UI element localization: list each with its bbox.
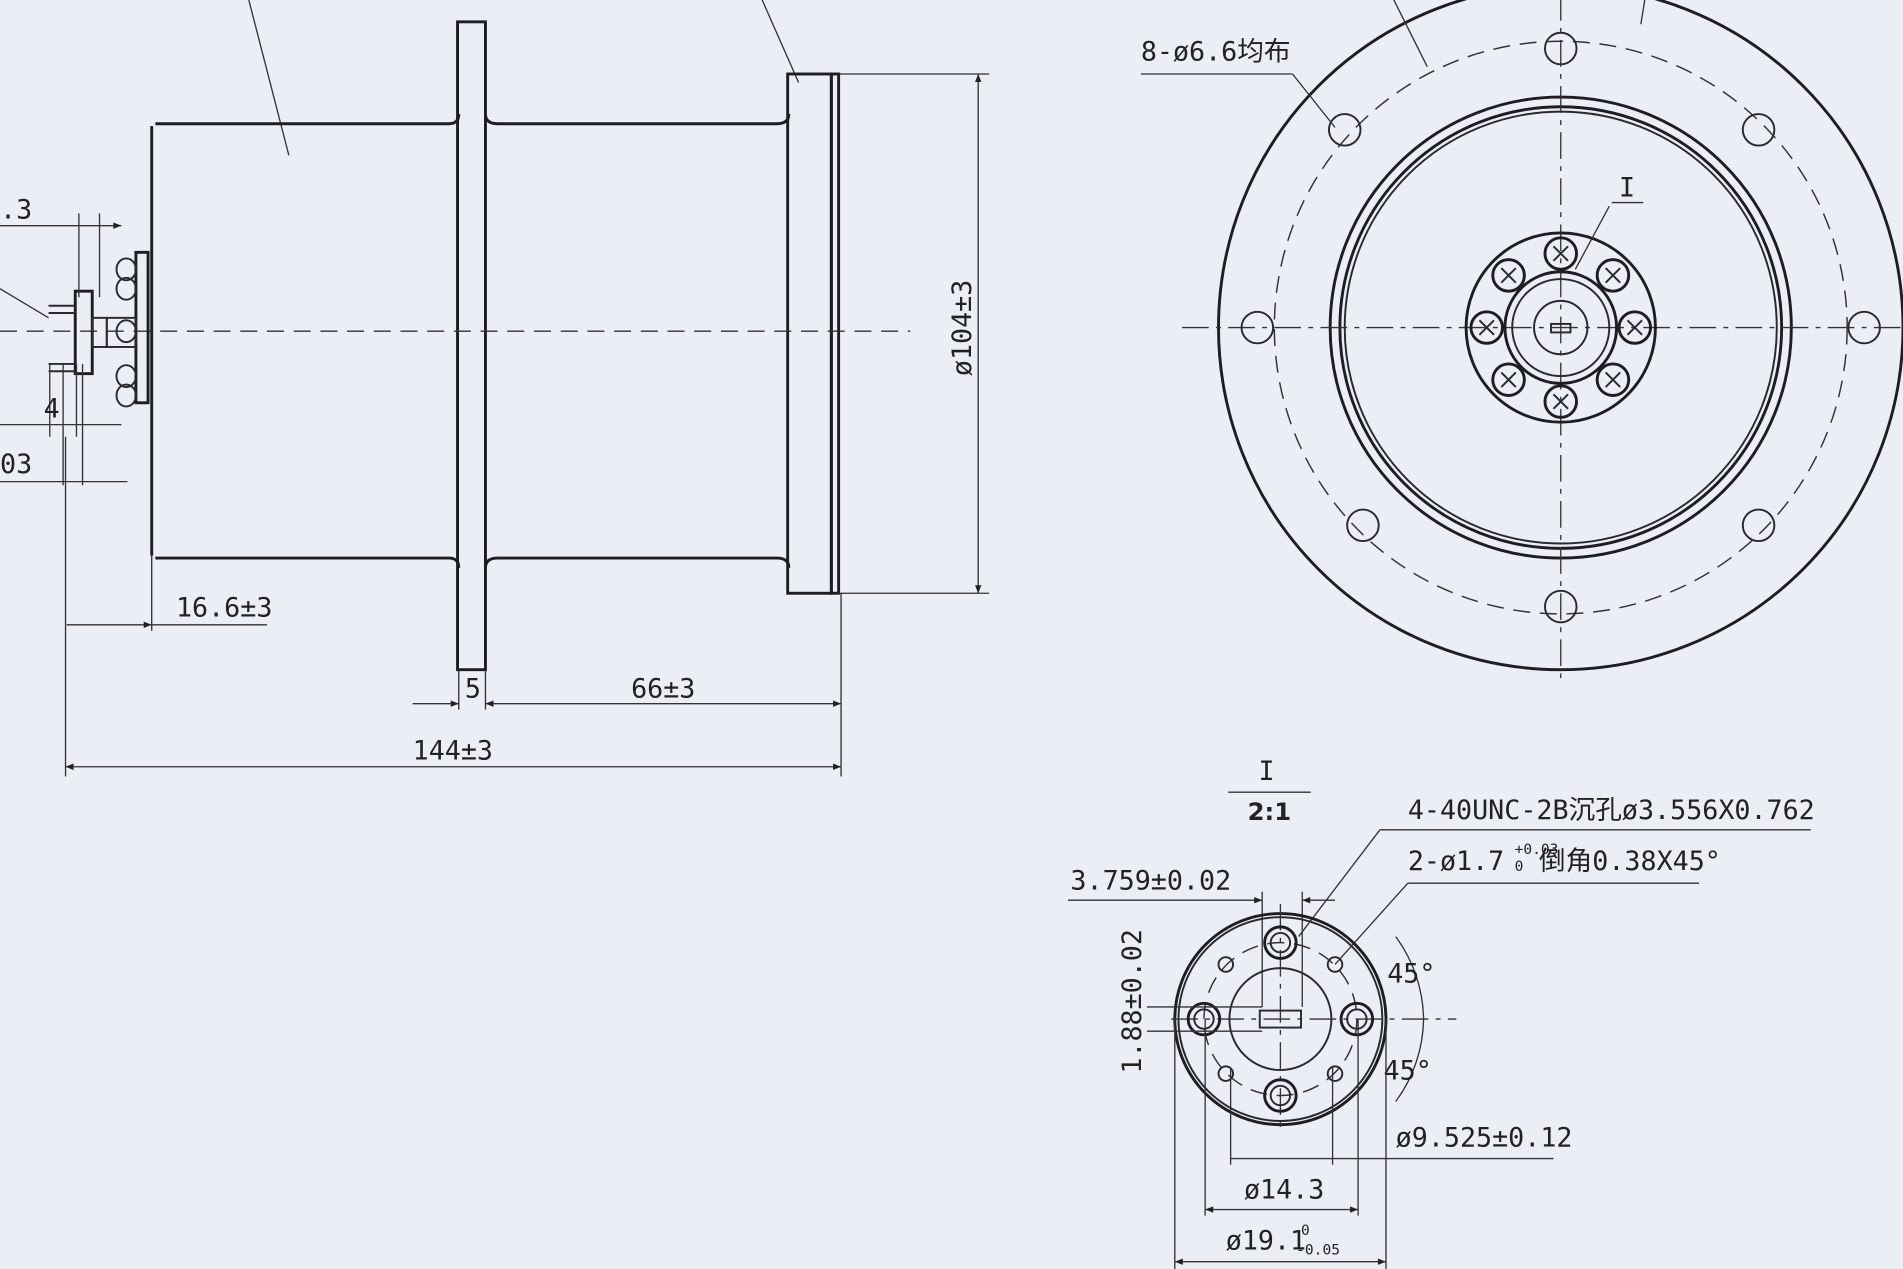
- dim-connector-offset: 16.6±3: [176, 592, 272, 623]
- dim-total-length: 144±3: [413, 735, 493, 766]
- dim-body-diameter: ø104±3: [947, 280, 978, 376]
- dim-angle-bottom: 45°: [1384, 1056, 1432, 1087]
- dim-key-width: 3.759±0.02: [1070, 865, 1231, 896]
- dim-left-top: .3: [0, 194, 32, 225]
- dim-flange-thickness: 5: [465, 674, 481, 705]
- dim-key-height: 1.88±0.02: [1117, 929, 1148, 1074]
- detail-marker: I: [1619, 173, 1635, 204]
- dim-inner-dia: ø14.3: [1244, 1175, 1324, 1206]
- side-view: .3 4 03 16.6±3 5 66±3 144±3 ø104±3: [0, 0, 990, 777]
- front-view: I: [1182, 0, 1903, 680]
- dim-left-bottom: 03: [0, 449, 32, 480]
- detail-scale: 2:1: [1248, 797, 1291, 826]
- detail-view: I 2:1 4-40UNC-2B沉孔ø3.556X0.762 2-ø1.7 +0…: [1068, 756, 1815, 1269]
- dim-angle-top: 45°: [1387, 959, 1435, 990]
- dim-pcd: ø9.525±0.12: [1396, 1122, 1573, 1153]
- note-pin-tol-upper: +0.03: [1515, 841, 1559, 858]
- detail-title: I: [1259, 756, 1275, 787]
- note-pin-prefix: 2-ø1.7: [1408, 846, 1504, 877]
- dim-left-4: 4: [44, 393, 60, 424]
- note-pin-tol-lower: 0: [1515, 858, 1524, 875]
- dim-outer-dia: ø19.1: [1226, 1226, 1306, 1257]
- hole-note: 8-ø6.6均布: [1141, 37, 1291, 68]
- dim-flange-to-end: 66±3: [631, 674, 695, 705]
- note-pin-suffix: 倒角0.38X45°: [1539, 846, 1721, 877]
- note-tapped-holes: 4-40UNC-2B沉孔ø3.556X0.762: [1408, 795, 1815, 826]
- dim-outer-tol-upper: 0: [1301, 1222, 1310, 1239]
- dim-outer-tol-lower: -0.05: [1296, 1241, 1340, 1258]
